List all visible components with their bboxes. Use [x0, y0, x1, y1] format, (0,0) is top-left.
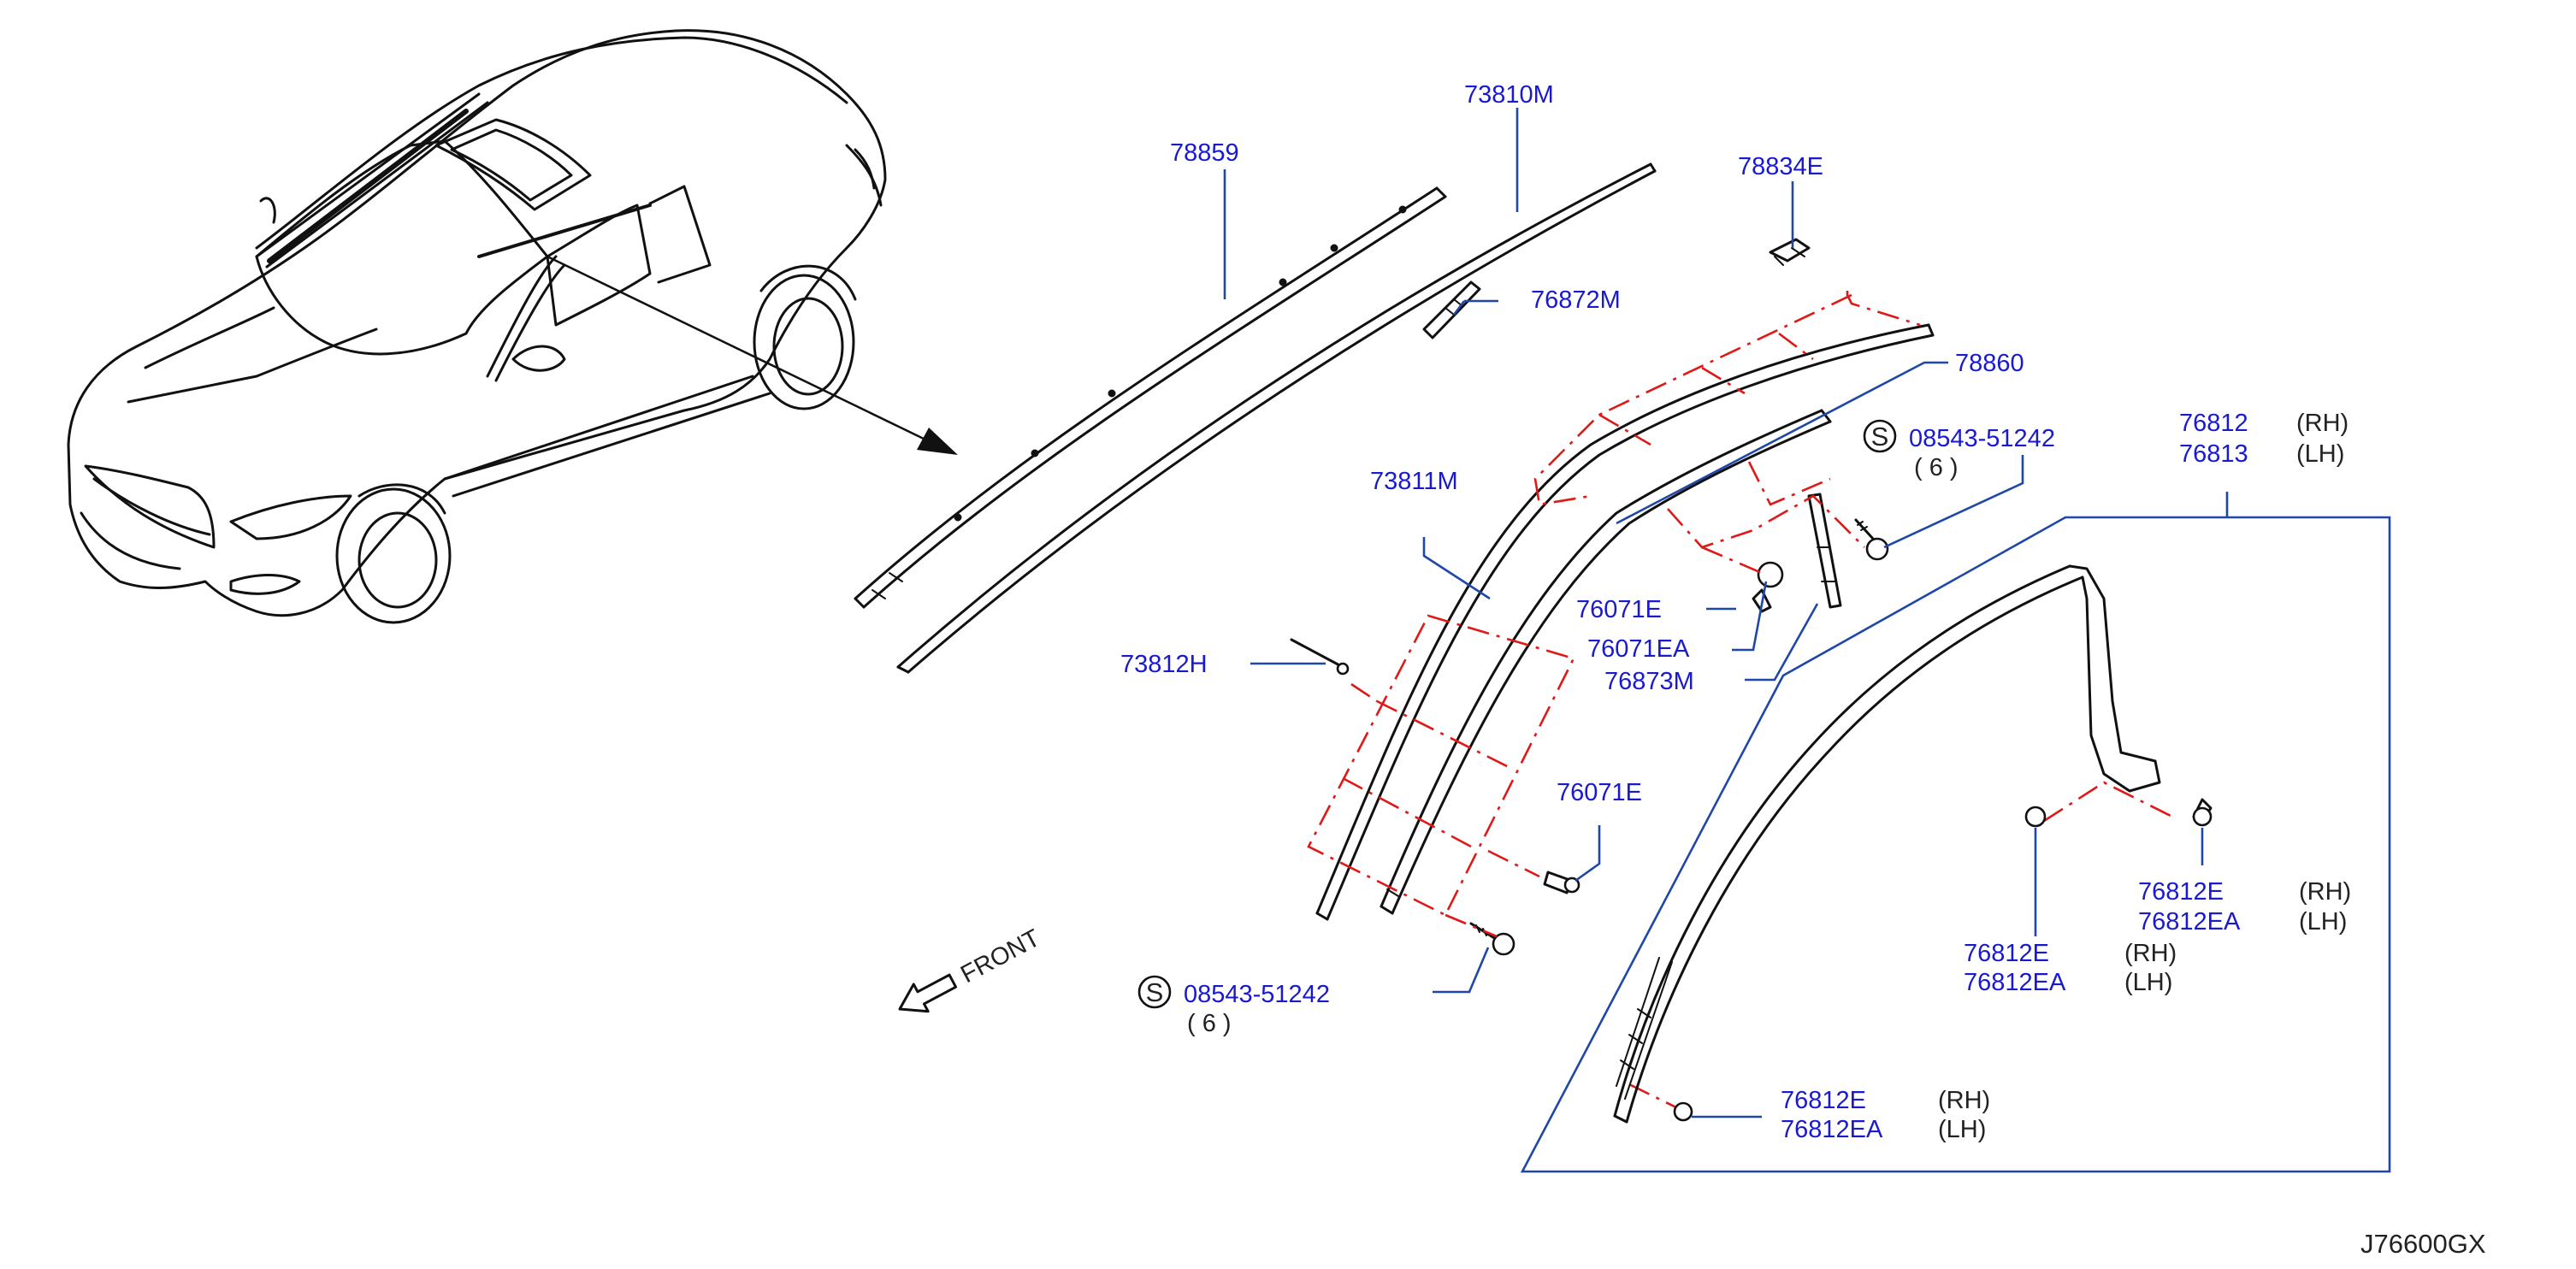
label-clip-mid-rh-side: (RH) — [2124, 940, 2177, 967]
label-clip-mid-lh: 76812EA — [1964, 969, 2066, 996]
label-76071E-top: 76071E — [1576, 596, 1662, 623]
label-screw-top-qty: ( 6 ) — [1914, 454, 1959, 481]
label-clip-right-rh-side: (RH) — [2299, 878, 2351, 906]
label-clip-bottom-lh: 76812EA — [1781, 1116, 1883, 1143]
label-76071E-bottom: 76071E — [1557, 779, 1642, 806]
label-73811M: 73811M — [1370, 468, 1458, 495]
leader-lines — [1223, 108, 2391, 1173]
label-76813: 76813 — [2179, 440, 2248, 468]
retainer-76873M — [1807, 493, 1842, 609]
label-clip-right-rh: 76812E — [2138, 878, 2224, 906]
front-label: FRONT — [956, 924, 1044, 989]
car-illustration — [67, 29, 958, 624]
svg-text:S: S — [1146, 977, 1164, 1007]
drip-molding-78860 — [1315, 323, 1935, 921]
diagram-id: J76600GX — [2360, 1229, 2486, 1259]
clip-76812E-right — [2192, 798, 2213, 827]
clip-76872M — [1422, 280, 1481, 339]
weatherstrip-76812 — [1613, 564, 2161, 1124]
roof-molding-78859 — [854, 186, 1447, 609]
label-clip-mid-rh: 76812E — [1964, 940, 2049, 967]
label-76812: 76812 — [2179, 410, 2248, 437]
label-78860: 78860 — [1955, 350, 2024, 377]
label-76813-side: (LH) — [2296, 440, 2344, 468]
clip-76812E-mid — [2024, 806, 2047, 828]
svg-text:S: S — [1871, 422, 1889, 452]
label-clip-right-lh-side: (LH) — [2299, 908, 2347, 936]
label-screw-bottom-qty: ( 6 ) — [1187, 1010, 1232, 1037]
label-clip-bottom-rh: 76812E — [1781, 1087, 1866, 1114]
label-clip-right-lh: 76812EA — [2138, 908, 2241, 936]
label-clip-mid-lh-side: (LH) — [2124, 969, 2172, 996]
finisher-73811M — [1380, 409, 1832, 915]
clip-78834E — [1769, 238, 1811, 266]
label-clip-bottom-lh-side: (LH) — [1938, 1116, 1986, 1143]
label-73812H: 73812H — [1120, 651, 1208, 678]
front-arrow-icon — [898, 973, 958, 1013]
screw-bottom — [1469, 922, 1515, 956]
label-78859: 78859 — [1170, 139, 1239, 167]
label-76071EA: 76071EA — [1587, 635, 1690, 663]
label-78834E: 78834E — [1738, 153, 1823, 180]
clip-76071E-top — [1752, 561, 1784, 613]
label-screw-top-part: 08543-51242 — [1909, 425, 2055, 452]
roof-molding-73810M — [896, 162, 1657, 674]
label-73810M: 73810M — [1464, 81, 1554, 109]
label-76872M: 76872M — [1531, 286, 1621, 314]
standard-part-symbol-bottom: S — [1137, 975, 1172, 1009]
label-screw-bottom-part: 08543-51242 — [1184, 981, 1330, 1008]
pin-73812H — [1290, 638, 1350, 676]
standard-part-symbol-top: S — [1863, 419, 1897, 453]
screw-top — [1854, 518, 1889, 561]
label-76812-side: (RH) — [2296, 410, 2349, 437]
clip-76812E-bottom — [1673, 1101, 1693, 1122]
label-clip-bottom-rh-side: (RH) — [1938, 1087, 1990, 1114]
clip-76071E-bottom — [1543, 871, 1580, 894]
label-76873M: 76873M — [1604, 668, 1694, 695]
